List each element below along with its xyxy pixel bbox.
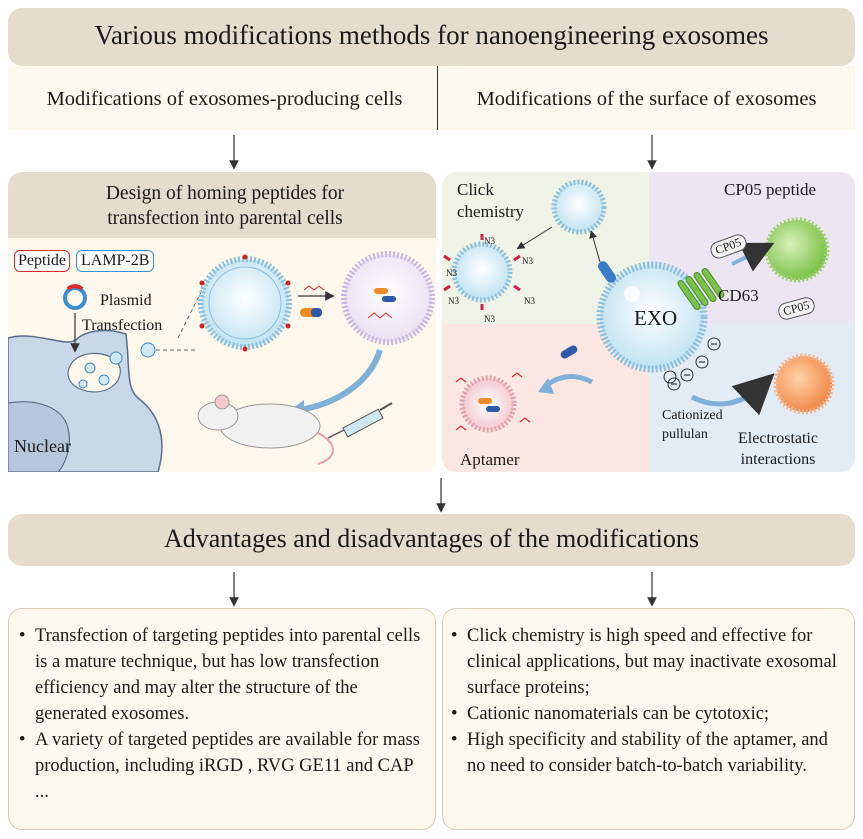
left-heading: Modifications of exosomes-producing cell… — [46, 88, 403, 110]
engineered-exosome — [198, 256, 292, 350]
aptamer-drug — [560, 345, 578, 359]
pullulan-vesicle — [773, 353, 835, 415]
nucleus — [8, 401, 70, 472]
right-bullets-list: Click chemistry is high speed and effect… — [451, 623, 846, 779]
nuclear-label: Nuclear — [14, 436, 71, 456]
cationized-pullulan-label: Cationized pullulan — [662, 408, 723, 442]
plasmid-ring — [63, 286, 87, 310]
azide-vesicle — [451, 241, 513, 303]
drug-capsule-half — [311, 308, 322, 317]
left-panel-header: Design of homing peptides for transfecti… — [105, 183, 345, 229]
exo-highlight — [624, 286, 640, 302]
exo-linker — [597, 261, 617, 283]
cargo — [382, 296, 396, 302]
delivery-arrow — [297, 349, 383, 413]
click-arrow-up — [589, 230, 601, 263]
click-arrow — [516, 226, 553, 250]
aptamer-arrow — [542, 374, 594, 390]
aptamer-arrowhead — [538, 378, 554, 394]
negative-signs — [671, 343, 717, 385]
aptamer-cargo — [486, 406, 500, 412]
zoom-line — [177, 287, 204, 339]
advantages-title: Advantages and disadvantages of the modi… — [163, 524, 700, 553]
small-vesicle — [78, 379, 88, 389]
aptamer-label: Aptamer — [460, 450, 520, 469]
mouse-ear — [214, 394, 230, 410]
electrostatic-arrow — [690, 373, 775, 416]
plasmid-insert — [66, 284, 84, 291]
cp05-arrow — [731, 242, 775, 272]
right-heading: Modifications of the surface of exosomes — [476, 88, 817, 110]
page-title: Various modifications methods for nanoen… — [94, 20, 769, 50]
right-bullet-2: Cationic nanomaterials can be cytotoxic; — [451, 701, 846, 727]
transfection-label: Transfection — [82, 317, 163, 334]
cargo — [374, 288, 388, 294]
rna-strand — [303, 285, 325, 291]
plasmid-label: Plasmid — [100, 292, 152, 309]
small-vesicle — [140, 342, 156, 358]
right-bullets-box: Click chemistry is high speed and effect… — [442, 608, 855, 830]
left-bullets-list: Transfection of targeting peptides into … — [19, 623, 425, 805]
cp05-peptide-title: CP05 peptide — [724, 180, 817, 199]
cp05-vesicle — [764, 217, 830, 283]
left-bullets-box: Transfection of targeting peptides into … — [8, 608, 436, 830]
azide-groups — [443, 234, 521, 310]
click-chemistry-label: Click chemistry — [457, 180, 525, 221]
lamp2b-tag: LAMP-2B — [76, 250, 155, 272]
surface-peptides — [199, 254, 291, 352]
electrostatic-label: Electrostatic interactions — [738, 430, 818, 468]
n3-label-6: N3 — [446, 268, 457, 278]
n3-label-2: N3 — [522, 256, 533, 266]
negative-charges — [663, 337, 721, 391]
cd63-protein — [677, 268, 725, 310]
aptamer-cargo — [478, 398, 492, 404]
cargo-rna — [367, 312, 393, 319]
exosome-membrane — [208, 266, 282, 340]
small-vesicle — [84, 362, 96, 374]
n3-label-5: N3 — [448, 296, 459, 306]
title-banner — [8, 8, 855, 66]
modification-headings-row — [8, 66, 855, 130]
left-bullet-1: Transfection of targeting peptides into … — [19, 623, 425, 727]
peptide-tag: Peptide — [14, 250, 70, 272]
n3-label-1: N3 — [484, 236, 495, 246]
n3-label-4: N3 — [484, 314, 495, 324]
click-vesicle-top — [551, 179, 607, 235]
small-vesicle — [109, 351, 123, 365]
syringe-needle — [327, 429, 345, 439]
exo-label: EXO — [634, 306, 678, 330]
cd63-label: CD63 — [718, 286, 759, 305]
left-panel-header-bg — [8, 172, 436, 238]
right-illustration — [443, 179, 835, 433]
mouse-tail — [317, 432, 334, 465]
aptamer-strands — [455, 372, 531, 431]
small-vesicle — [98, 374, 110, 386]
right-bullet-3: High specificity and stability of the ap… — [451, 727, 846, 779]
advantages-banner — [8, 514, 855, 566]
left-bullet-2: A variety of targeted peptides are avail… — [19, 727, 425, 805]
syringe-barrel — [342, 408, 384, 438]
headings-divider — [437, 66, 438, 130]
n3-label-3: N3 — [524, 296, 535, 306]
right-bullet-1: Click chemistry is high speed and effect… — [451, 623, 846, 701]
syringe-plunger — [379, 402, 393, 411]
left-illustration — [8, 251, 435, 472]
